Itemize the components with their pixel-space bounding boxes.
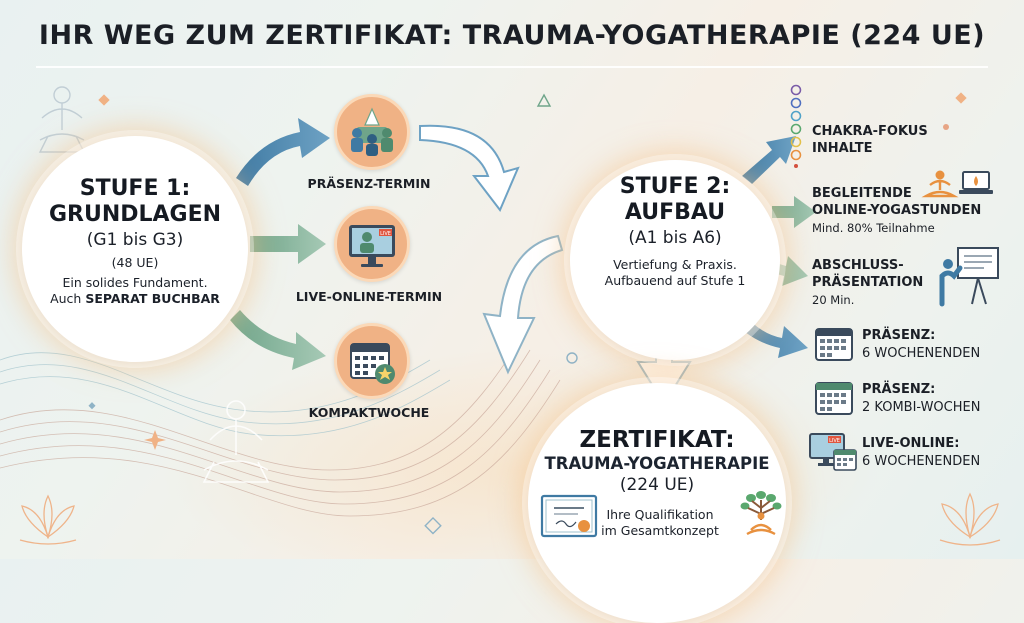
title-divider	[36, 66, 988, 68]
group-meditation-icon	[334, 94, 410, 170]
stage2-modules: (A1 bis A6)	[628, 228, 722, 248]
calendar-star-icon	[334, 323, 410, 399]
certificate-title: TRAUMA-YOGATHERAPIE	[544, 454, 770, 473]
formats2-praesenz-title: PRÄSENZ:	[862, 328, 936, 343]
certificate-document-icon	[540, 494, 598, 540]
live-badge: LIVE	[829, 438, 840, 444]
stage1-description: Ein solides Fundament.	[62, 275, 208, 290]
calendar-icon	[814, 326, 854, 362]
formats2-live-title: LIVE-ONLINE:	[862, 436, 960, 451]
stage2-description: Vertiefung & Praxis.	[613, 257, 737, 272]
arrow-stage2-overview	[482, 234, 564, 375]
presentation-title-2: PRÄSENTATION	[812, 275, 924, 290]
meditation-person-icon	[920, 168, 960, 200]
stage1-circle: STUFE 1: GRUNDLAGEN (G1 bis G3) (48 UE) …	[22, 136, 248, 362]
stage1-separate-note: Auch SEPARAT BUCHBAR	[50, 291, 220, 306]
chakra-icon	[784, 84, 808, 168]
stage2-heading: STUFE 2:	[619, 174, 731, 199]
meditation-figure-decoration	[38, 86, 86, 153]
stage2-prerequisite: Aufbauend auf Stufe 1	[604, 273, 746, 288]
stage2-subheading: AUFBAU	[624, 200, 726, 225]
arrow-formats-to-stage2	[419, 124, 520, 212]
online-yoga-title-1: BEGLEITENDE	[812, 186, 912, 201]
stage1-modules: (G1 bis G3)	[86, 230, 184, 250]
lotus-decoration-right	[939, 492, 1001, 546]
presentation-icon	[936, 246, 1002, 308]
chakra-title-2: INHALTE	[812, 141, 873, 156]
arrow-stage2-to-chakra	[742, 136, 796, 184]
presentation-duration: 20 Min.	[812, 293, 855, 307]
monitor-live-icon: LIVE	[334, 206, 410, 282]
calendar-icon	[814, 380, 854, 416]
flow-lines-decoration	[0, 339, 561, 517]
certificate-description-1: Ihre Qualifikation	[606, 507, 714, 522]
formats2-praesenz-sub: 6 WOCHENENDEN	[862, 346, 981, 361]
formats2-kombi-sub: 2 KOMBI-WOCHEN	[862, 400, 981, 415]
stage1-subheading: GRUNDLAGEN	[48, 202, 222, 227]
live-badge: LIVE	[380, 231, 391, 237]
stage1-heading: STUFE 1:	[79, 176, 191, 201]
arrow-stage1-to-kompakt	[230, 310, 326, 370]
presentation-title-1: ABSCHLUSS-	[812, 258, 904, 273]
format-praesenz-label: PRÄSENZ-TERMIN	[307, 176, 431, 191]
arrow-stage1-to-live	[250, 224, 326, 264]
formats2-kombi-title: PRÄSENZ:	[862, 382, 936, 397]
arrow-stage1-to-praesenz	[236, 118, 330, 186]
certificate-units: (224 UE)	[619, 475, 695, 495]
lotus-decoration-left	[19, 494, 77, 545]
chakra-title-1: CHAKRA-FOKUS	[812, 124, 928, 139]
certificate-description-2: im Gesamtkonzept	[601, 523, 719, 538]
online-yoga-requirement: Mind. 80% Teilnahme	[812, 221, 935, 235]
stage2-circle: STUFE 2: AUFBAU (A1 bis A6) Vertiefung &…	[570, 160, 780, 360]
monitor-calendar-icon: LIVE	[808, 432, 858, 472]
stage1-units: (48 UE)	[111, 255, 159, 270]
certificate-heading: ZERTIFIKAT:	[579, 427, 735, 453]
format-live-label: LIVE-ONLINE-TERMIN	[295, 289, 443, 304]
arrow-stage2-to-online-yoga	[772, 196, 816, 228]
format-kompakt-label: KOMPAKTWOCHE	[308, 405, 430, 420]
laptop-yoga-icon	[958, 170, 994, 198]
online-yoga-title-2: ONLINE-YOGASTUNDEN	[812, 203, 982, 218]
formats2-live-sub: 6 WOCHENENDEN	[862, 454, 981, 469]
tree-of-life-icon	[734, 486, 788, 536]
page-title: IHR WEG ZUM ZERTIFIKAT: TRAUMA-YOGATHERA…	[38, 20, 986, 51]
